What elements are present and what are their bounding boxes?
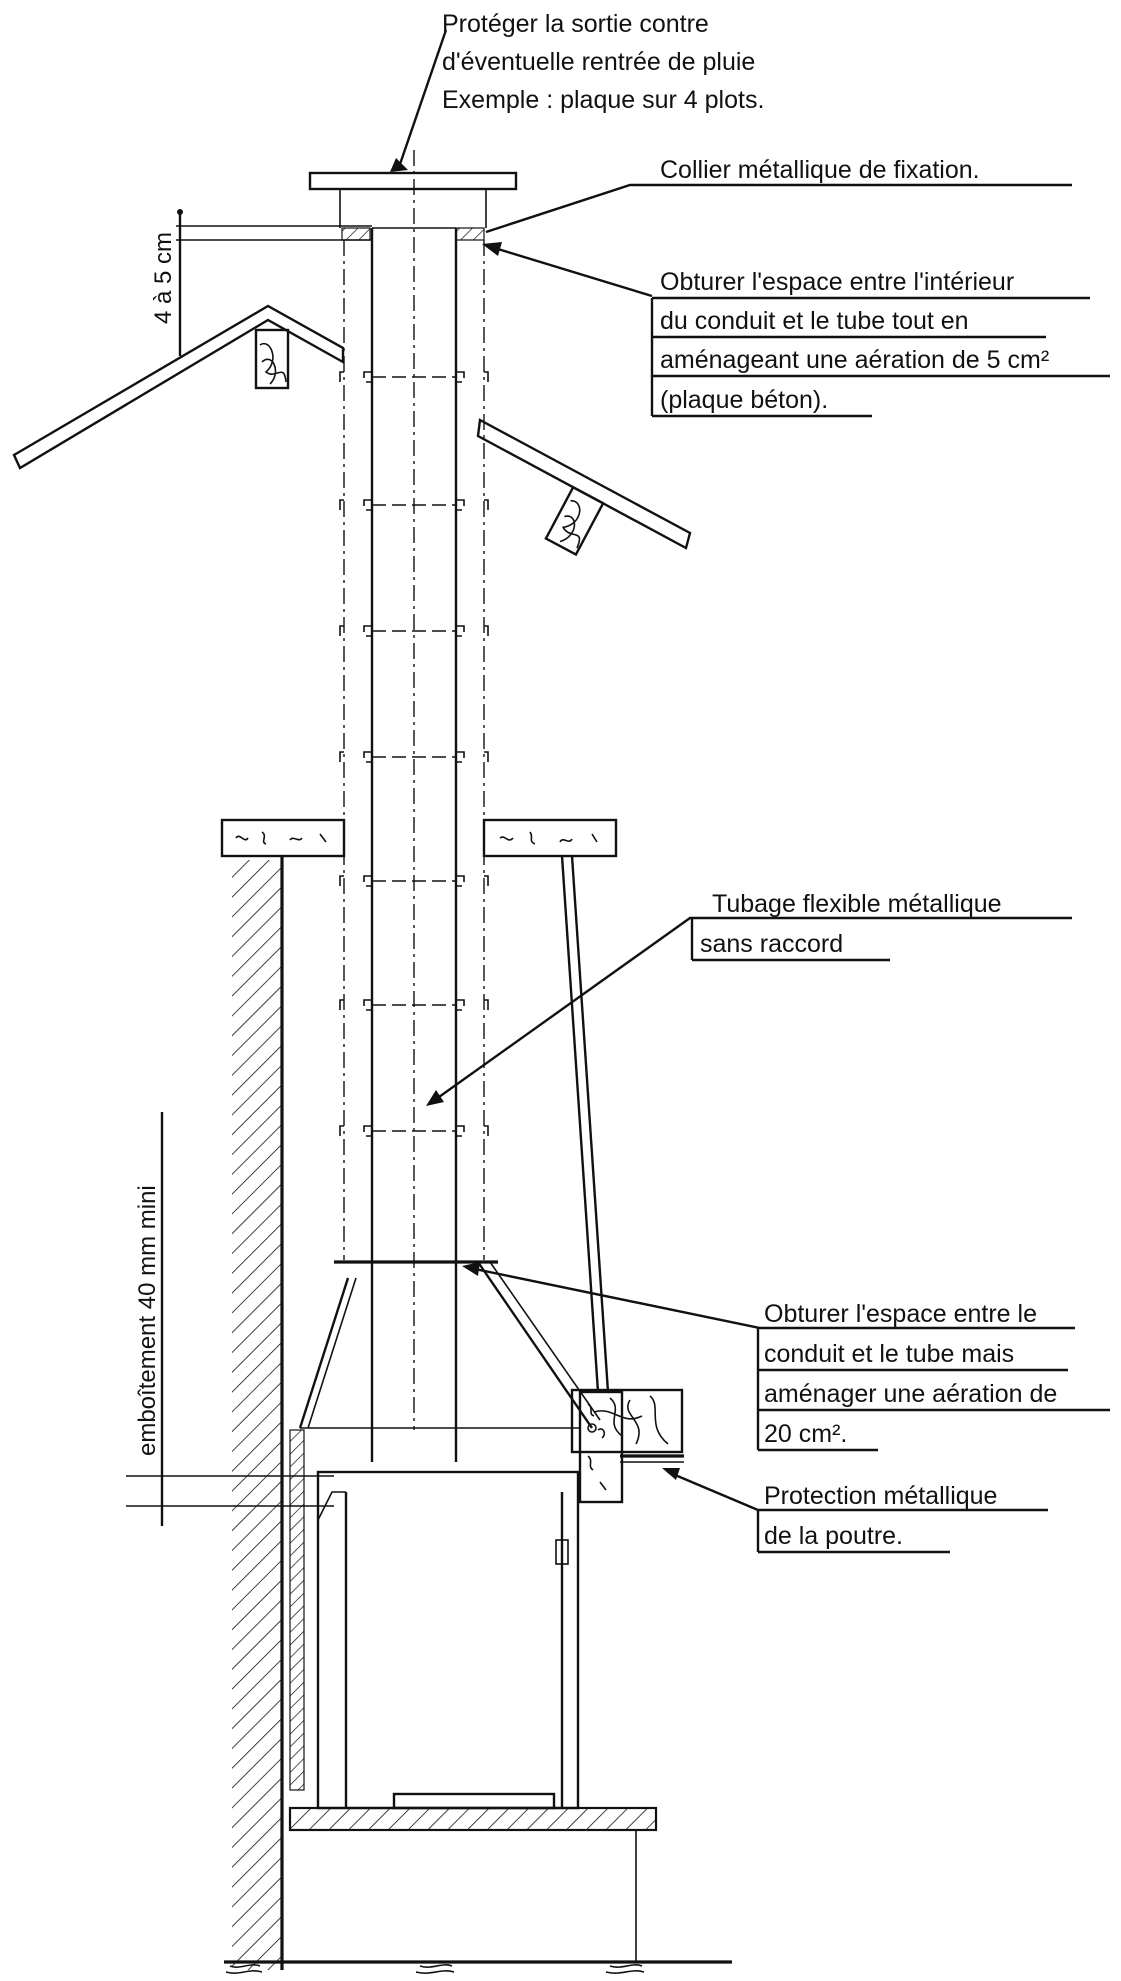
annotation-collar: Collier métallique de fixation.: [660, 156, 980, 184]
flexible-liner-line-1: Tubage flexible métallique: [712, 890, 1002, 918]
seal-bottom-line-3: aménager une aération de: [764, 1380, 1057, 1408]
flue-joint: [339, 1125, 489, 1137]
annotation-seal-bottom: Obturer l'espace entre le conduit et le …: [756, 1300, 1110, 1452]
seal-bottom-line-2: conduit et le tube mais: [764, 1340, 1014, 1368]
chimney-flue: [343, 150, 485, 1430]
flue-joint: [339, 751, 489, 763]
hearth-slab: [288, 1806, 658, 1962]
roof-rafter-right: [544, 485, 605, 557]
flue-joints: [339, 371, 489, 1137]
roof-rafter-left: [254, 328, 290, 390]
metal-collar: [341, 227, 485, 241]
annotation-beam-protection: Protection métallique de la poutre.: [756, 1482, 997, 1554]
ground: [224, 1960, 732, 1974]
roof: [12, 304, 692, 557]
wall: [232, 856, 305, 1970]
seal-top-line-4: (plaque béton).: [660, 386, 828, 414]
annotation-flexible-liner: Tubage flexible métallique sans raccord: [690, 890, 1002, 962]
dimension-socket-depth: emboîtement 40 mm mini: [126, 1112, 334, 1526]
seal-bottom-line-4: 20 cm².: [764, 1420, 847, 1448]
rain-cap: [308, 171, 518, 228]
rain-protection-line-1: Protéger la sortie contre: [442, 10, 709, 38]
flexible-liner-line-2: sans raccord: [700, 930, 843, 958]
flue-joint: [339, 999, 489, 1011]
seal-top-line-1: Obturer l'espace entre l'intérieur: [660, 268, 1014, 296]
flue-joint: [339, 625, 489, 637]
annotation-rain-protection: Protéger la sortie contre d'éventuelle r…: [442, 10, 764, 114]
flue-joint: [339, 499, 489, 511]
dimension-top-gap-label: 4 à 5 cm: [150, 232, 177, 324]
seal-top-line-2: du conduit et le tube tout en: [660, 307, 969, 335]
dimension-socket-depth-label: emboîtement 40 mm mini: [134, 1185, 161, 1456]
seal-bottom-line-1: Obturer l'espace entre le: [764, 1300, 1037, 1328]
beam-protection-line-2: de la poutre.: [764, 1522, 903, 1550]
beam: [570, 1388, 684, 1504]
seal-top-line-3: aménageant une aération de 5 cm²: [660, 346, 1049, 374]
annotation-seal-top: Obturer l'espace entre l'intérieur du co…: [650, 268, 1110, 418]
beam-protection-line-1: Protection métallique: [764, 1482, 997, 1510]
rain-protection-line-2: d'éventuelle rentrée de pluie: [442, 48, 755, 76]
collar-line-1: Collier métallique de fixation.: [660, 156, 980, 184]
fireplace-insert: [316, 1470, 580, 1810]
rain-protection-line-3: Exemple : plaque sur 4 plots.: [442, 86, 764, 114]
flexible-liner: [370, 227, 458, 1462]
hood-support: [298, 855, 610, 1429]
dimension-top-gap: 4 à 5 cm: [150, 209, 372, 356]
ceiling-slab: [220, 818, 618, 858]
leaders: [390, 29, 1075, 1512]
flue-joint: [339, 371, 489, 383]
flue-joint: [339, 875, 489, 887]
